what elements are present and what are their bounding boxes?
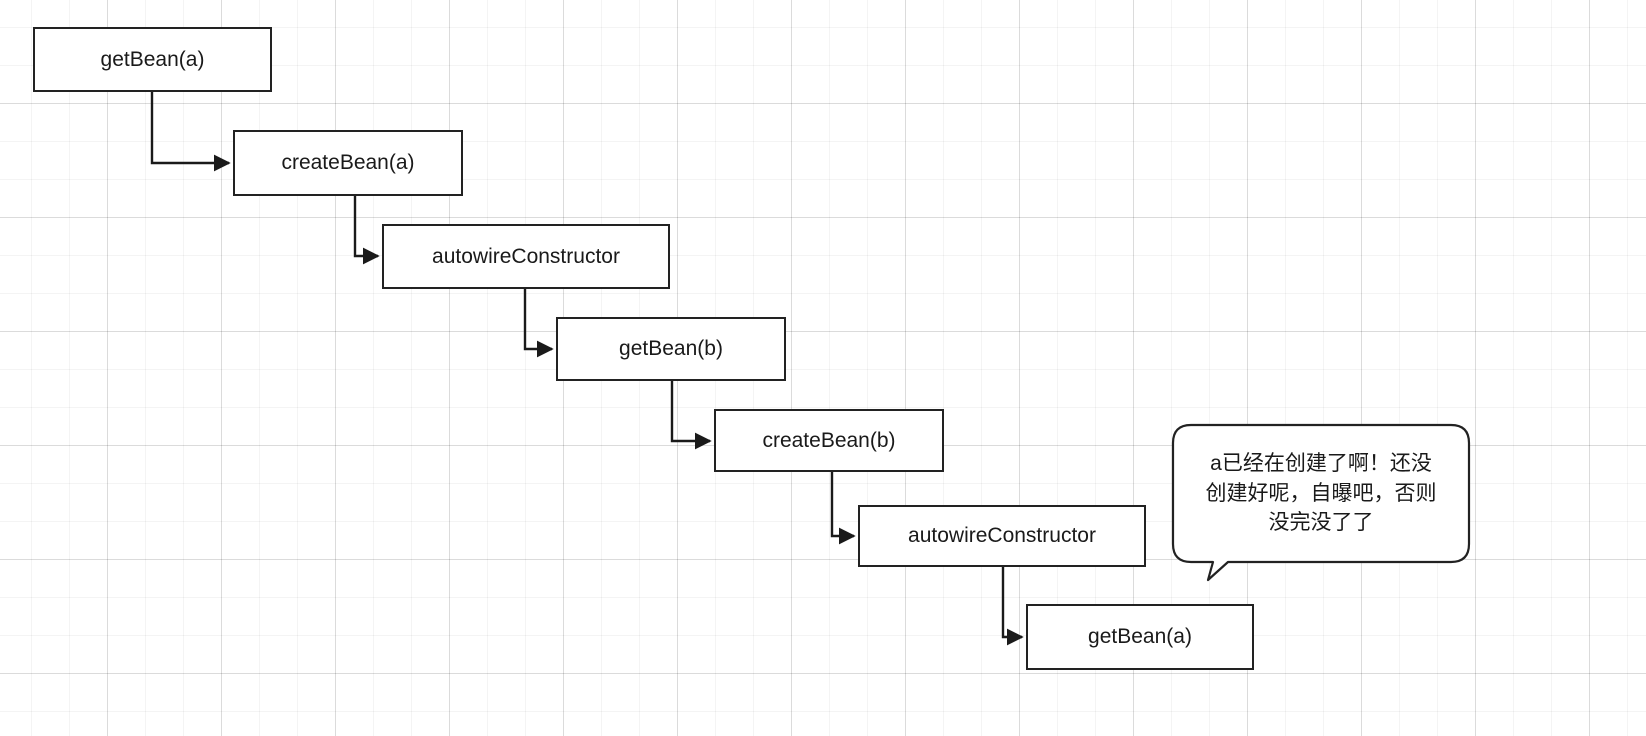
edge-getbean-b-to-createbean-b [670, 381, 712, 450]
edge-createbean-b-to-autowireconstructor [830, 472, 856, 545]
node-getbean-a-inner[interactable]: getBean(a) [1026, 604, 1254, 670]
node-label: getBean(a) [1088, 625, 1192, 648]
node-getbean-a-outer[interactable]: getBean(a) [33, 27, 272, 92]
callout-bubble-text: a已经在创建了啊！还没 创建好呢，自曝吧，否则 没完没了了 [1188, 449, 1455, 538]
edge-createbean-a-to-autowireconstructor [353, 196, 380, 265]
node-label: getBean(b) [619, 337, 723, 360]
edge-autowireconstructor-to-getbean-b [523, 289, 554, 358]
callout-line-1: a已经在创建了啊！还没 [1210, 451, 1432, 475]
node-autowireconstructor-b[interactable]: autowireConstructor [858, 505, 1146, 567]
node-createbean-b[interactable]: createBean(b) [714, 409, 944, 472]
node-label: createBean(b) [762, 428, 896, 452]
callout-bubble-shape [1172, 424, 1470, 563]
node-autowireconstructor-a[interactable]: autowireConstructor [382, 224, 670, 289]
node-label: autowireConstructor [908, 524, 1096, 547]
node-label: autowireConstructor [432, 244, 620, 268]
callout-line-2: 创建好呢，自曝吧，否则 [1205, 481, 1437, 505]
node-getbean-b[interactable]: getBean(b) [556, 317, 786, 381]
node-label: getBean(a) [100, 47, 205, 71]
node-label: createBean(a) [281, 151, 415, 174]
callout-bubble[interactable]: a已经在创建了啊！还没 创建好呢，自曝吧，否则 没完没了了 [1172, 424, 1470, 563]
edge-getbean-a-to-createbean-a [150, 92, 231, 172]
edge-autowireconstructor-to-getbean-a [1001, 567, 1024, 646]
node-createbean-a[interactable]: createBean(a) [233, 130, 463, 196]
callout-line-3: 没完没了了 [1268, 511, 1374, 535]
